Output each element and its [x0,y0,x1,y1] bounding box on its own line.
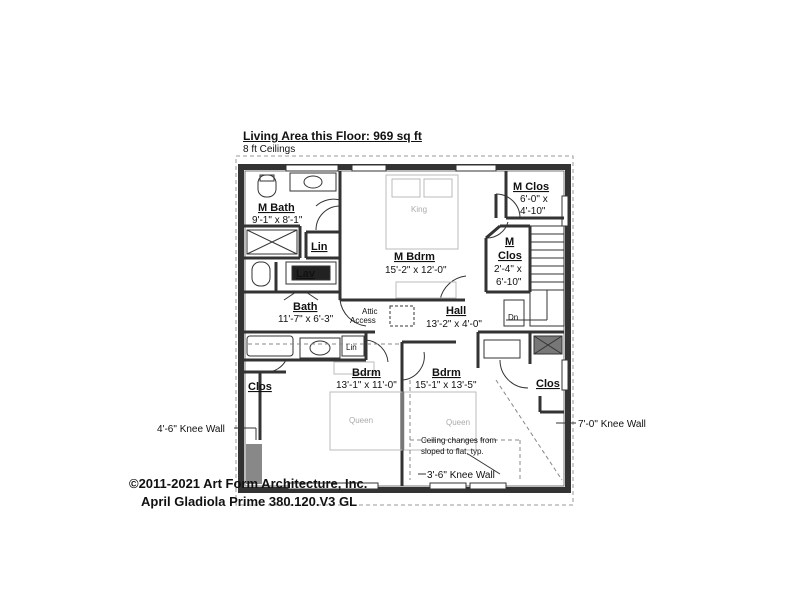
hall-label: Hall [446,305,466,317]
door-swings [265,193,529,389]
bath-dims: 11'-7" x 6'-3" [278,314,334,325]
ceiling-note-1: Ceiling changes from [421,436,496,445]
lin-2-label: Lin [346,343,357,352]
exterior-walls [238,164,571,493]
stair-down-label: Dn [508,313,518,322]
bdrm-2-dims: 15'-1" x 13'-5" [415,380,477,391]
m-bath-dims: 9'-1" x 8'-1" [252,215,303,226]
ceiling-lines [248,343,563,481]
lav-label: Lav [296,268,316,280]
beds [329,174,477,451]
m-clos-2-label-1: M [505,236,514,248]
m-clos-1-label: M Clos [513,181,549,193]
attic-label-1: Attic [362,307,378,316]
m-clos-1-dims-2: 4'-10" [520,206,546,217]
bdrm-2-label: Bdrm [432,367,461,379]
knee-wall-left-note: 4'-6" Knee Wall [157,424,225,435]
m-clos-2-dims-2: 6'-10" [496,277,522,288]
clos-left-label: Clos [248,381,272,393]
bath-label: Bath [293,301,318,313]
bdrm-1-dims: 13'-1" x 11'-0" [336,380,397,391]
ceiling-height: 8 ft Ceilings [243,144,296,155]
stairs [503,225,565,327]
clos-right-label: Clos [536,378,560,390]
leader-lines [234,422,576,475]
queen-bed-2-label: Queen [446,418,470,427]
plan-header: Living Area this Floor: 969 sq ft 8 ft C… [243,129,422,155]
m-clos-1-dims-1: 6'-0" x [520,194,548,205]
king-bed-label: King [411,205,427,214]
m-bath-label: M Bath [258,202,295,214]
m-clos-2-dims-1: 2'-4" x [494,264,522,275]
m-bdrm-label: M Bdrm [394,251,435,263]
knee-wall-right-note: 7'-0" Knee Wall [578,419,646,430]
windows [285,164,569,490]
ceiling-note-2: sloped to flat, typ. [421,447,484,456]
fixtures [246,172,563,359]
knee-wall-bottom-note: 3'-6" Knee Wall [427,470,495,481]
bdrm-1-label: Bdrm [352,367,381,379]
queen-bed-1-label: Queen [349,416,373,425]
plan-name-text: April Gladiola Prime 380.120.V3 GL [141,494,358,509]
knee-wall-hatch [246,444,262,484]
m-bdrm-dims: 15'-2" x 12'-0" [385,265,447,276]
lin-1-label: Lin [311,241,328,253]
roof-outline [235,155,574,506]
living-area-title: Living Area this Floor: 969 sq ft [243,129,422,143]
attic-label-2: Access [350,316,376,325]
copyright-text: ©2011-2021 Art Form Architecture, Inc. [129,476,368,491]
m-clos-2-label-2: Clos [498,250,522,262]
hall-dims: 13'-2" x 4'-0" [426,319,482,330]
